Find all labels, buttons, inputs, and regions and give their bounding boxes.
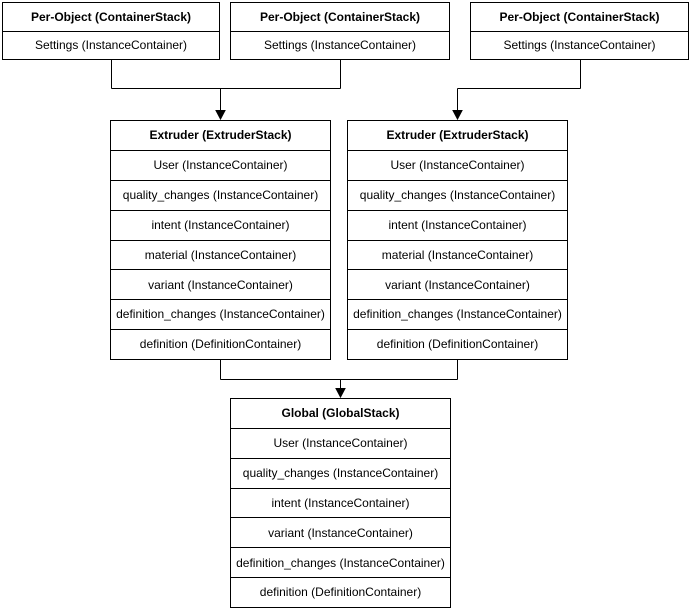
extruder-stack-right: Extruder (ExtruderStack) User (InstanceC… bbox=[347, 120, 568, 360]
extruder-right-row-variant: variant (InstanceContainer) bbox=[348, 270, 567, 301]
arrowhead-right-extruder bbox=[452, 110, 463, 121]
per-object-stack-2-row-settings: Settings (InstanceContainer) bbox=[263, 38, 417, 53]
extruder-stack-left: Extruder (ExtruderStack) User (InstanceC… bbox=[110, 120, 331, 360]
extruder-left-row-intent: intent (InstanceContainer) bbox=[111, 211, 330, 241]
per-object-stack-1-row-settings: Settings (InstanceContainer) bbox=[34, 38, 188, 53]
arrowhead-global bbox=[335, 388, 346, 399]
extruder-left-row-quality-changes: quality_changes (InstanceContainer) bbox=[111, 181, 330, 211]
extruder-right-row-quality-changes: quality_changes (InstanceContainer) bbox=[348, 181, 567, 211]
arrowhead-left-extruder bbox=[215, 110, 226, 121]
per-object-stack-3: Per-Object (ContainerStack) Settings (In… bbox=[470, 2, 689, 60]
per-object-stack-3-row-settings: Settings (InstanceContainer) bbox=[503, 38, 656, 53]
extruder-left-row-definition-changes: definition_changes (InstanceContainer) bbox=[111, 300, 330, 331]
extruder-left-row-material: material (InstanceContainer) bbox=[111, 241, 330, 271]
per-object-stack-2-title: Per-Object (ContainerStack) bbox=[231, 3, 449, 32]
extruder-right-row-user: User (InstanceContainer) bbox=[348, 151, 567, 181]
global-stack-title: Global (GlobalStack) bbox=[231, 399, 450, 429]
extruder-right-row-definition-changes: definition_changes (InstanceContainer) bbox=[348, 300, 567, 331]
global-row-definition: definition (DefinitionContainer) bbox=[259, 585, 422, 600]
global-stack: Global (GlobalStack) User (InstanceConta… bbox=[230, 398, 451, 608]
per-object-stack-2: Per-Object (ContainerStack) Settings (In… bbox=[230, 2, 450, 60]
global-row-user: User (InstanceContainer) bbox=[231, 429, 450, 459]
global-row-definition-changes: definition_changes (InstanceContainer) bbox=[231, 548, 450, 579]
extruder-left-row-definition: definition (DefinitionContainer) bbox=[139, 337, 302, 352]
extruder-right-row-material: material (InstanceContainer) bbox=[348, 241, 567, 271]
global-row-variant: variant (InstanceContainer) bbox=[231, 518, 450, 549]
per-object-stack-3-title: Per-Object (ContainerStack) bbox=[471, 3, 688, 32]
extruder-left-row-user: User (InstanceContainer) bbox=[111, 151, 330, 181]
extruder-right-row-definition: definition (DefinitionContainer) bbox=[376, 337, 539, 352]
extruder-left-row-variant: variant (InstanceContainer) bbox=[111, 270, 330, 301]
global-row-quality-changes: quality_changes (InstanceContainer) bbox=[231, 459, 450, 489]
per-object-stack-1: Per-Object (ContainerStack) Settings (In… bbox=[2, 2, 220, 60]
global-row-intent: intent (InstanceContainer) bbox=[231, 489, 450, 519]
per-object-stack-1-title: Per-Object (ContainerStack) bbox=[3, 3, 219, 32]
extruder-stack-left-title: Extruder (ExtruderStack) bbox=[111, 121, 330, 151]
extruder-right-row-intent: intent (InstanceContainer) bbox=[348, 211, 567, 241]
extruder-stack-right-title: Extruder (ExtruderStack) bbox=[348, 121, 567, 151]
